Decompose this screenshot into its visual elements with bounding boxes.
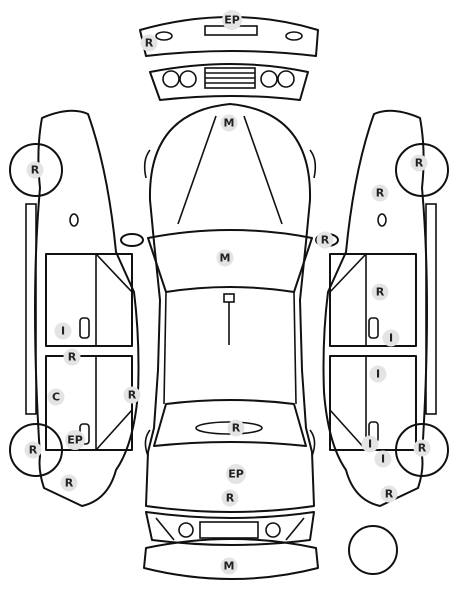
mark-label: R — [128, 389, 137, 402]
mark-circle — [123, 386, 141, 404]
rear-panel-ep-mark[interactable]: EP — [226, 464, 246, 484]
mark-label: C — [52, 391, 60, 404]
mark-label: R — [226, 492, 235, 505]
left-rear-door-r-mark[interactable]: R — [123, 386, 141, 404]
rear-panel-r-mark[interactable]: R — [221, 489, 239, 507]
mark-circle — [374, 450, 392, 468]
mark-label: I — [381, 453, 385, 466]
mark-circle — [220, 114, 238, 132]
mark-circle — [60, 474, 78, 492]
right-front-fender-r-mark[interactable]: R — [371, 184, 389, 202]
right-rear-quarter-r-mark[interactable]: R — [380, 485, 398, 503]
mark-circle — [26, 161, 44, 179]
mark-circle — [380, 485, 398, 503]
front-bumper-r-mark[interactable]: R — [140, 34, 158, 52]
mark-circle — [371, 283, 389, 301]
mark-label: R — [68, 351, 77, 364]
windshield-m-mark[interactable]: M — [216, 249, 234, 267]
mark-label: R — [415, 157, 424, 170]
hood-m-mark[interactable]: M — [220, 114, 238, 132]
mark-circle — [226, 464, 246, 484]
left-front-door-r-mark[interactable]: R — [63, 348, 81, 366]
mark-circle — [54, 322, 72, 340]
mark-circle — [63, 348, 81, 366]
car-body — [120, 103, 339, 513]
mark-label: R — [418, 442, 427, 455]
mark-circle — [216, 249, 234, 267]
left-rear-door-c-mark[interactable]: C — [47, 388, 65, 406]
mark-circle — [222, 10, 242, 30]
mark-label: R — [29, 444, 38, 457]
mark-label: R — [376, 286, 385, 299]
mark-label: EP — [228, 468, 244, 481]
mark-circle — [413, 439, 431, 457]
mark-label: I — [61, 325, 65, 338]
mark-label: I — [389, 332, 393, 345]
mark-circle — [369, 365, 387, 383]
mark-circle — [47, 388, 65, 406]
trunk-r-mark[interactable]: R — [227, 419, 245, 437]
right-front-door-i-mark[interactable]: I — [382, 329, 400, 347]
left-rear-door-ep-mark[interactable]: EP — [65, 430, 85, 450]
mark-circle — [220, 557, 238, 575]
right-rear-quarter-i-mark[interactable]: I — [374, 450, 392, 468]
right-front-wheel-r-mark[interactable]: R — [410, 154, 428, 172]
mark-circle — [221, 489, 239, 507]
mark-circle — [371, 184, 389, 202]
mark-circle — [316, 231, 334, 249]
mark-label: R — [321, 234, 330, 247]
mark-label: R — [376, 187, 385, 200]
mark-label: EP — [67, 434, 83, 447]
mark-label: M — [220, 252, 231, 265]
mark-circle — [361, 435, 379, 453]
mark-circle — [410, 154, 428, 172]
mark-label: R — [65, 477, 74, 490]
left-front-door-i-mark[interactable]: I — [54, 322, 72, 340]
rear-bumper-m-mark[interactable]: M — [220, 557, 238, 575]
mark-label: M — [224, 117, 235, 130]
mark-label: I — [376, 368, 380, 381]
mark-circle — [227, 419, 245, 437]
mark-label: R — [232, 422, 241, 435]
right-rear-door-i-mark[interactable]: I — [369, 365, 387, 383]
right-mirror-r-mark[interactable]: R — [316, 231, 334, 249]
mark-label: EP — [224, 14, 240, 27]
left-rear-wheel-r-mark[interactable]: R — [24, 441, 42, 459]
left-rear-quarter-r-mark[interactable]: R — [60, 474, 78, 492]
mark-circle — [140, 34, 158, 52]
right-front-door-r-mark[interactable]: R — [371, 283, 389, 301]
rear-panel — [145, 511, 315, 546]
blank-circle-marker — [348, 525, 398, 575]
left-front-wheel-r-mark[interactable]: R — [26, 161, 44, 179]
mark-label: R — [385, 488, 394, 501]
right-rear-door-i-lower-mark[interactable]: I — [361, 435, 379, 453]
front-bumper-ep-mark[interactable]: EP — [222, 10, 242, 30]
mark-label: I — [368, 438, 372, 451]
right-rear-wheel-r-mark[interactable]: R — [413, 439, 431, 457]
mark-label: R — [31, 164, 40, 177]
rear-bumper — [143, 538, 319, 580]
mark-circle — [24, 441, 42, 459]
mark-label: M — [224, 560, 235, 573]
mark-label: R — [145, 37, 154, 50]
mark-circle — [382, 329, 400, 347]
mark-circle — [65, 430, 85, 450]
front-grille — [149, 63, 309, 101]
